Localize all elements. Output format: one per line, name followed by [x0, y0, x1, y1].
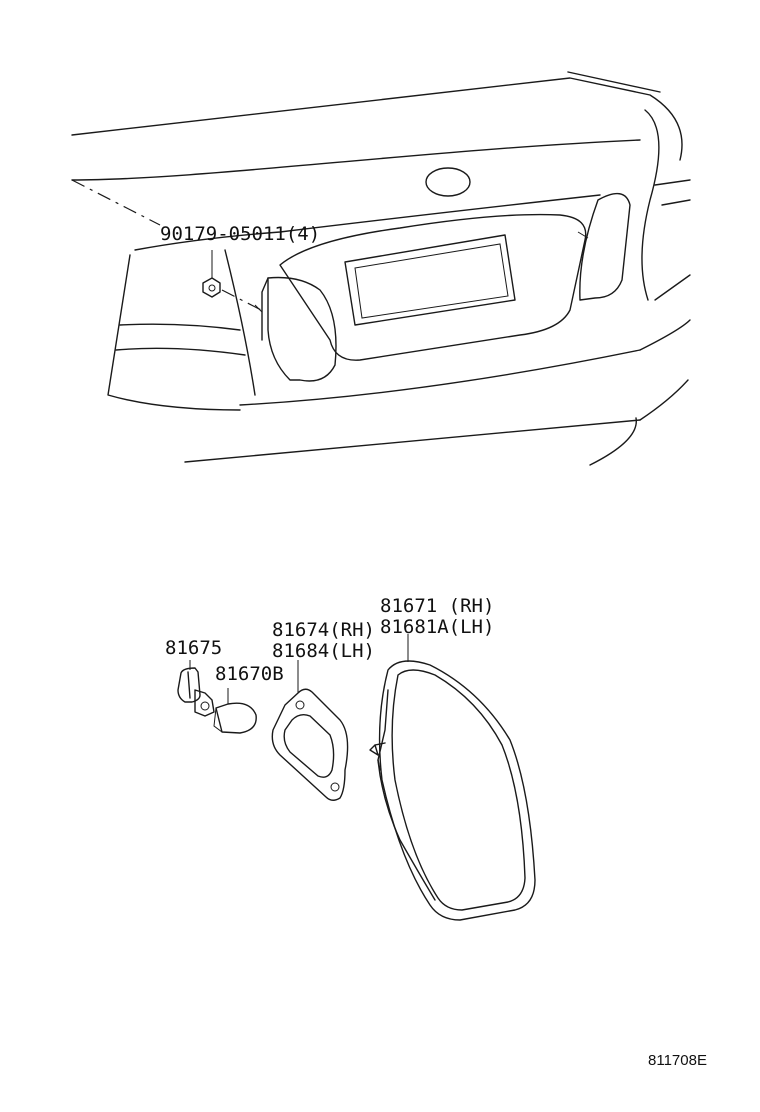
bulb-part	[213, 702, 257, 734]
lamp-rh-callout: 81671 (RH)	[380, 595, 494, 617]
nut-icon	[202, 277, 266, 313]
socket-part	[177, 667, 215, 717]
lamp-lh-callout: 81681A(LH)	[380, 616, 494, 638]
right-lamp-in-car	[577, 192, 631, 301]
reference-number: 811708E	[648, 1052, 707, 1069]
gasket-part	[271, 688, 349, 801]
gasket-lh-callout: 81684(LH)	[272, 640, 375, 662]
lamp-assembly-part	[369, 660, 536, 921]
left-lamp-in-car	[254, 276, 337, 382]
nut-callout: 90179-05011(4)	[160, 223, 320, 245]
car-rear-illustration	[71, 71, 691, 466]
bulb-callout: 81670B	[215, 663, 284, 685]
gasket-rh-callout: 81674(RH)	[272, 619, 375, 641]
socket-callout: 81675	[165, 637, 222, 659]
